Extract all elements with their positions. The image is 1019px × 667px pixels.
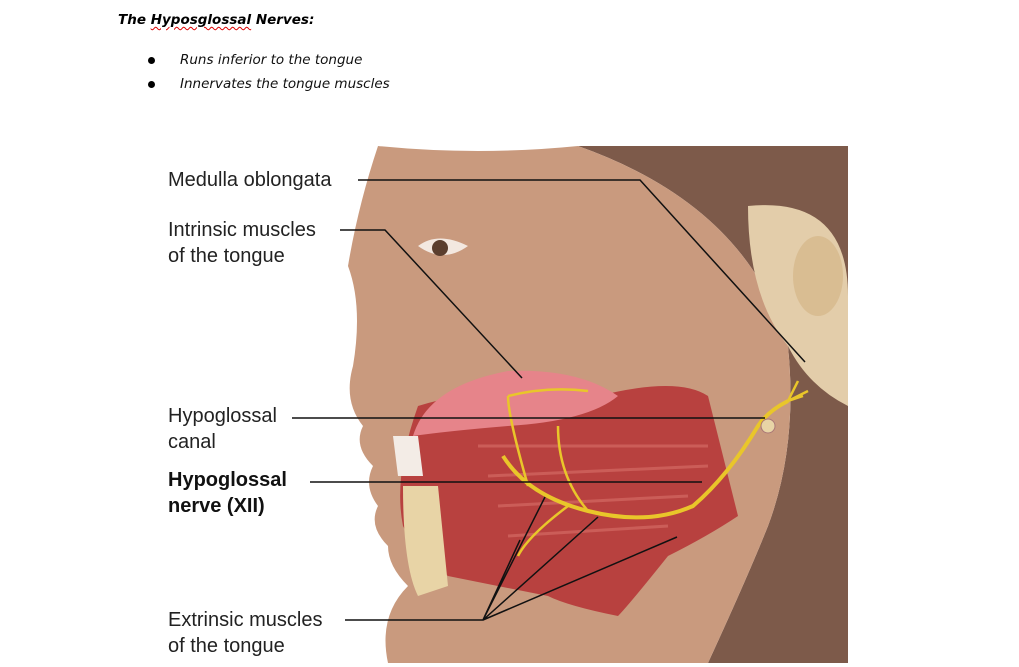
label-line: of the tongue	[168, 245, 285, 267]
leader-line-medulla	[358, 179, 806, 363]
label-hypoglossal-nerve: Hypoglossal nerve (XII)	[168, 467, 287, 519]
heading-prefix: The	[118, 12, 151, 28]
label-line: nerve (XII)	[168, 495, 265, 517]
anatomy-illustration: Medulla oblongata Intrinsic muscles of th…	[148, 146, 848, 663]
nerve-branches	[506, 388, 589, 557]
teeth	[393, 436, 423, 476]
label-line: Extrinsic muscles	[168, 609, 323, 631]
label-line: Intrinsic muscles	[168, 219, 316, 241]
list-item: Runs inferior to the tongue	[145, 50, 390, 74]
heading-suffix: Nerves:	[251, 12, 315, 28]
label-intrinsic-muscles: Intrinsic muscles of the tongue	[168, 217, 316, 269]
iris	[432, 240, 448, 256]
tongue	[413, 370, 618, 436]
hair	[378, 146, 848, 663]
leader-lines	[292, 179, 806, 621]
label-hypoglossal-canal: Hypoglossal canal	[168, 403, 277, 455]
label-line: of the tongue	[168, 635, 285, 657]
label-line: Hypoglossal	[168, 405, 277, 427]
nerve-roots	[786, 380, 809, 403]
bullet-list: Runs inferior to the tongue Innervates t…	[145, 50, 390, 98]
label-medulla-oblongata: Medulla oblongata	[168, 169, 332, 191]
misspelled-word: Hyposglossal	[150, 12, 252, 28]
mandible	[403, 486, 448, 596]
leader-line-intrinsic	[340, 229, 523, 379]
section-heading: The Hyposglossal Nerves:	[118, 12, 314, 28]
label-line: Hypoglossal	[168, 469, 287, 491]
head-illustration	[292, 146, 848, 663]
muscle-fibers	[478, 444, 709, 538]
label-extrinsic-muscles: Extrinsic muscles of the tongue	[168, 607, 322, 659]
hypoglossal-canal	[760, 418, 776, 434]
ear-inner	[793, 236, 843, 316]
leader-line-extrinsic	[345, 496, 678, 621]
list-item: Innervates the tongue muscles	[145, 74, 390, 98]
label-line: canal	[168, 431, 216, 453]
hypoglossal-nerve	[501, 399, 789, 520]
